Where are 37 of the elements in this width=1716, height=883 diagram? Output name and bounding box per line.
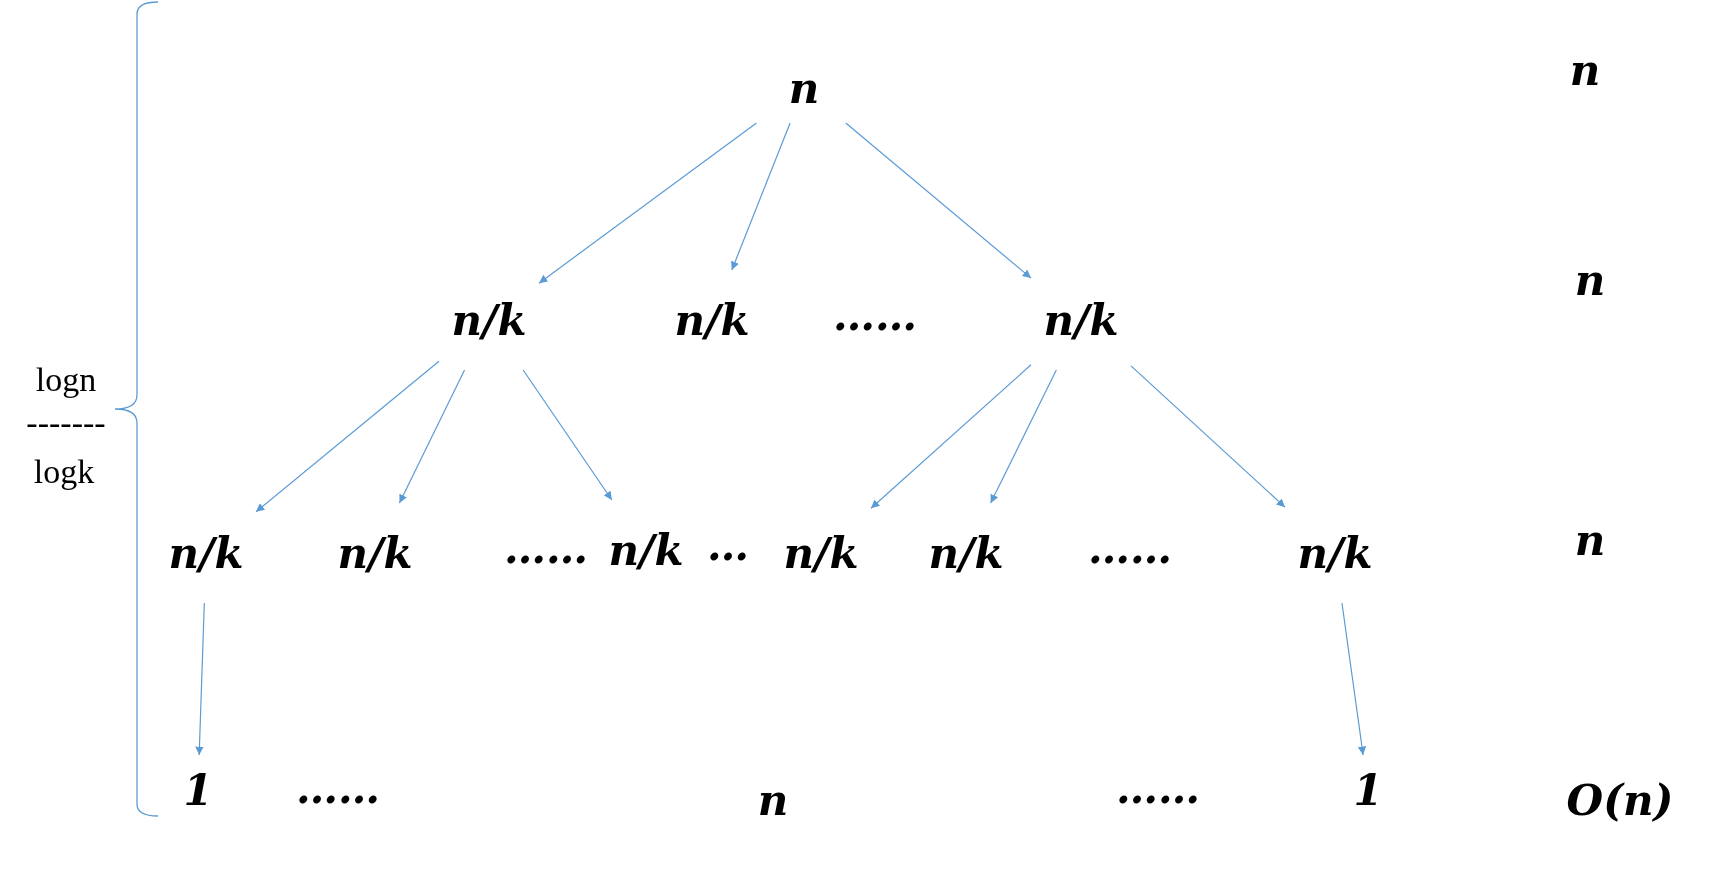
- ellipsis: ……: [296, 763, 380, 813]
- row-cost: n: [1574, 515, 1606, 565]
- arrow: [538, 122, 758, 284]
- formula-text: logk: [33, 453, 95, 491]
- n-label: n: [757, 775, 789, 825]
- formula-text: logn: [35, 361, 97, 399]
- node-label: n/k: [1043, 295, 1119, 345]
- row-cost: n: [1574, 255, 1606, 305]
- arrow: [1130, 365, 1286, 508]
- arrow: [845, 122, 1032, 279]
- ellipsis: ……: [504, 523, 588, 573]
- arrow: [195, 602, 205, 756]
- arrow: [1341, 602, 1367, 756]
- row-cost: n: [1569, 45, 1601, 95]
- node-label: 1: [183, 765, 213, 815]
- ellipsis: ……: [1116, 763, 1200, 813]
- arrow: [398, 369, 466, 504]
- arrow: [255, 360, 440, 513]
- arrow: [522, 369, 613, 501]
- ellipsis: …: [707, 520, 749, 570]
- ellipsis: ……: [1088, 523, 1172, 573]
- node-label: n: [788, 63, 820, 113]
- arrow: [731, 122, 791, 271]
- ellipsis: ……: [833, 290, 917, 340]
- node-label: 1: [1353, 765, 1383, 815]
- row-cost: O(n): [1566, 775, 1674, 825]
- node-label: n/k: [168, 528, 244, 578]
- node-label: n/k: [1297, 528, 1373, 578]
- node-label: n/k: [451, 295, 527, 345]
- node-label: n/k: [674, 295, 750, 345]
- node-label: n/k: [928, 528, 1004, 578]
- node-label: n/k: [608, 525, 684, 575]
- arrow: [990, 369, 1057, 504]
- formula-text: -------: [26, 404, 106, 442]
- node-label: n/k: [337, 528, 413, 578]
- node-label: n/k: [783, 528, 859, 578]
- arrow: [870, 364, 1032, 509]
